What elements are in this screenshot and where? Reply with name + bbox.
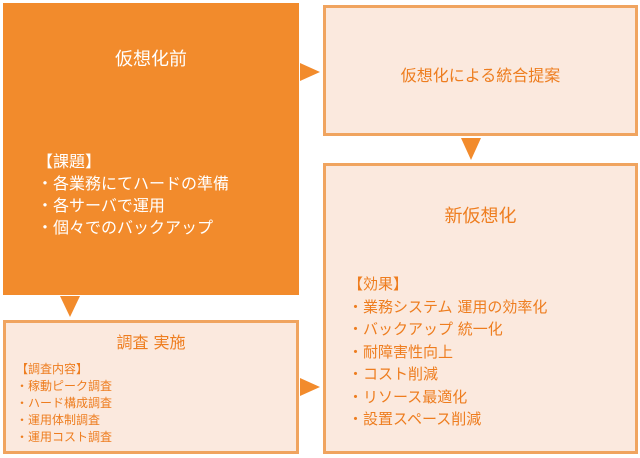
issue-item: ・個々でのバックアップ — [37, 218, 214, 237]
result-item: ・コスト削減 — [348, 365, 439, 383]
issues-heading: 【課題】 — [37, 152, 102, 171]
survey-items: 【調査内容】 ・稼動ピーク調査 ・ハード構成調査 ・運用体制調査 ・運用コスト調… — [16, 361, 112, 446]
result-item: ・耐障害性向上 — [348, 342, 454, 361]
current-state-title: 仮想化前 — [115, 49, 187, 70]
proposal-title: 仮想化による統合提案 — [400, 66, 561, 85]
survey-item: ・稼動ピーク調査 — [16, 379, 113, 393]
result-item: ・バックアップ 統一化 — [348, 320, 503, 338]
result-item: ・設置スペース削減 — [348, 410, 482, 428]
proposal-box: 仮想化による統合提案 — [323, 5, 638, 136]
result-item: ・業務システム 運用の効率化 — [348, 297, 548, 316]
arrow-down-to-result — [461, 138, 481, 160]
result-items: 【効果】 ・業務システム 運用の効率化 ・バックアップ 統一化 ・耐障害性向上 … — [348, 273, 547, 431]
result-item: ・リソース最適化 — [348, 387, 468, 406]
survey-heading: 【調査内容】 — [16, 362, 89, 376]
survey-title: 調査 実施 — [116, 333, 186, 352]
survey-box: 調査 実施 【調査内容】 ・稼動ピーク調査 ・ハード構成調査 ・運用体制調査 ・… — [3, 320, 299, 454]
arrow-right-to-result — [300, 378, 320, 396]
survey-item: ・ハード構成調査 — [16, 396, 113, 410]
survey-item: ・運用コスト調査 — [16, 430, 113, 444]
issue-item: ・各サーバで運用 — [37, 196, 165, 215]
result-title: 新仮想化 — [444, 206, 517, 227]
result-box: 新仮想化 【効果】 ・業務システム 運用の効率化 ・バックアップ 統一化 ・耐障… — [323, 163, 638, 454]
issue-item: ・各業務にてハードの準備 — [37, 174, 230, 193]
survey-item: ・運用体制調査 — [16, 413, 101, 427]
current-issues: 【課題】 ・各業務にてハードの準備 ・各サーバで運用 ・個々でのバックアップ — [37, 151, 229, 239]
arrow-right-to-proposal — [300, 63, 320, 81]
arrow-down-to-survey — [60, 296, 80, 317]
current-state-box: 仮想化前 【課題】 ・各業務にてハードの準備 ・各サーバで運用 ・個々でのバック… — [3, 3, 299, 295]
result-heading: 【効果】 — [348, 275, 409, 293]
